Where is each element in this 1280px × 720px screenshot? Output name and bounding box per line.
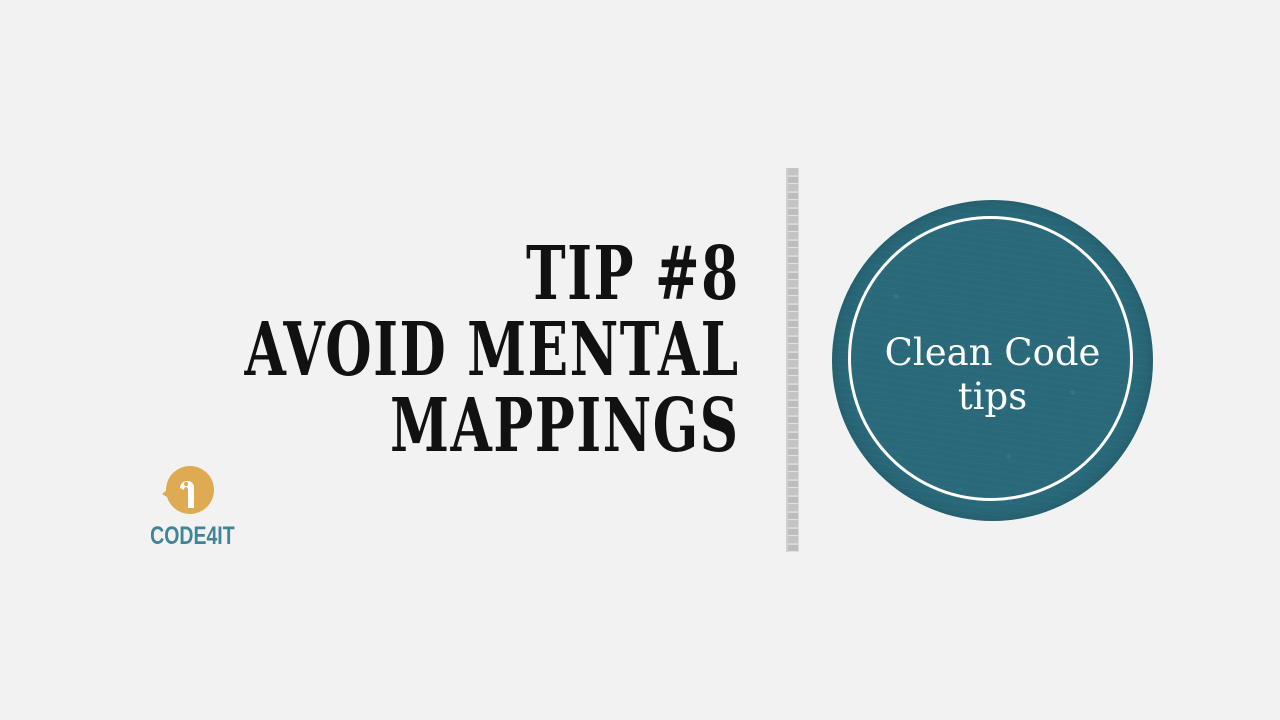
clean-code-badge: Clean Code tips	[832, 200, 1153, 521]
badge-line-2: tips	[957, 375, 1028, 418]
title-line-2: AVOID MENTAL	[244, 307, 740, 393]
logo-text: CODE4IT	[150, 522, 235, 550]
bird-head-icon	[162, 466, 214, 514]
badge-text: Clean Code tips	[832, 331, 1153, 419]
slide-title: TIP #8 AVOID MENTAL MAPPINGS	[245, 236, 740, 464]
title-line-3: MAPPINGS	[390, 383, 740, 469]
title-line-1: TIP #8	[526, 231, 740, 317]
badge-line-1: Clean Code	[884, 331, 1101, 374]
vertical-divider	[786, 168, 799, 552]
code4it-logo: CODE4IT	[140, 464, 235, 556]
badge-ring	[848, 216, 1133, 501]
